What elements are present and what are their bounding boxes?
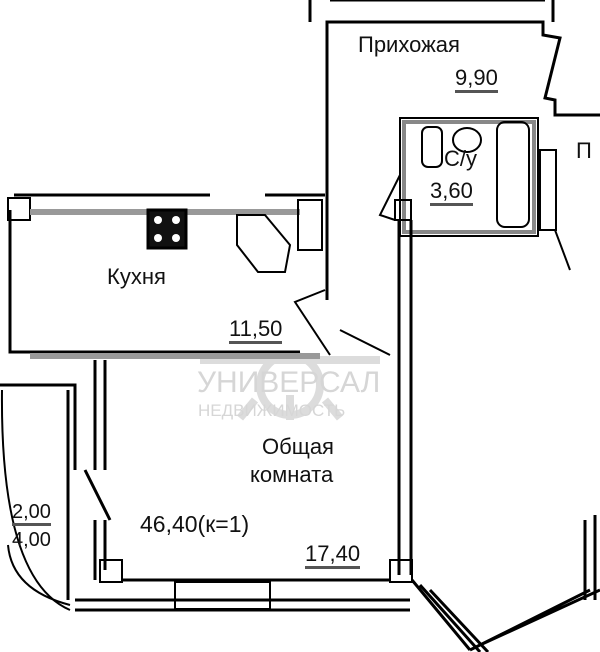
living-room-label-2: комната	[250, 462, 334, 487]
watermark-subtitle: НЕДВИЖИМОСТЬ	[198, 401, 346, 420]
living-room-area: 17,40	[305, 543, 361, 569]
total-area: 46,40(к=1)	[140, 511, 250, 537]
balcony-area-top: 2,00	[12, 502, 51, 526]
hallway-label: Прихожая	[358, 32, 460, 57]
bathroom-label: С/у	[444, 146, 477, 171]
partial-room-label: П	[576, 138, 592, 163]
living-room-label-1: Общая	[262, 434, 334, 459]
hallway-area: 9,90	[455, 67, 498, 93]
balcony-area-bottom: 4,00	[12, 529, 51, 551]
bathroom-area: 3,60	[430, 180, 473, 206]
kitchen-label: Кухня	[107, 264, 166, 289]
kitchen-area: 11,50	[229, 318, 283, 344]
watermark-title: УНИВЕРСАЛ	[197, 366, 381, 399]
